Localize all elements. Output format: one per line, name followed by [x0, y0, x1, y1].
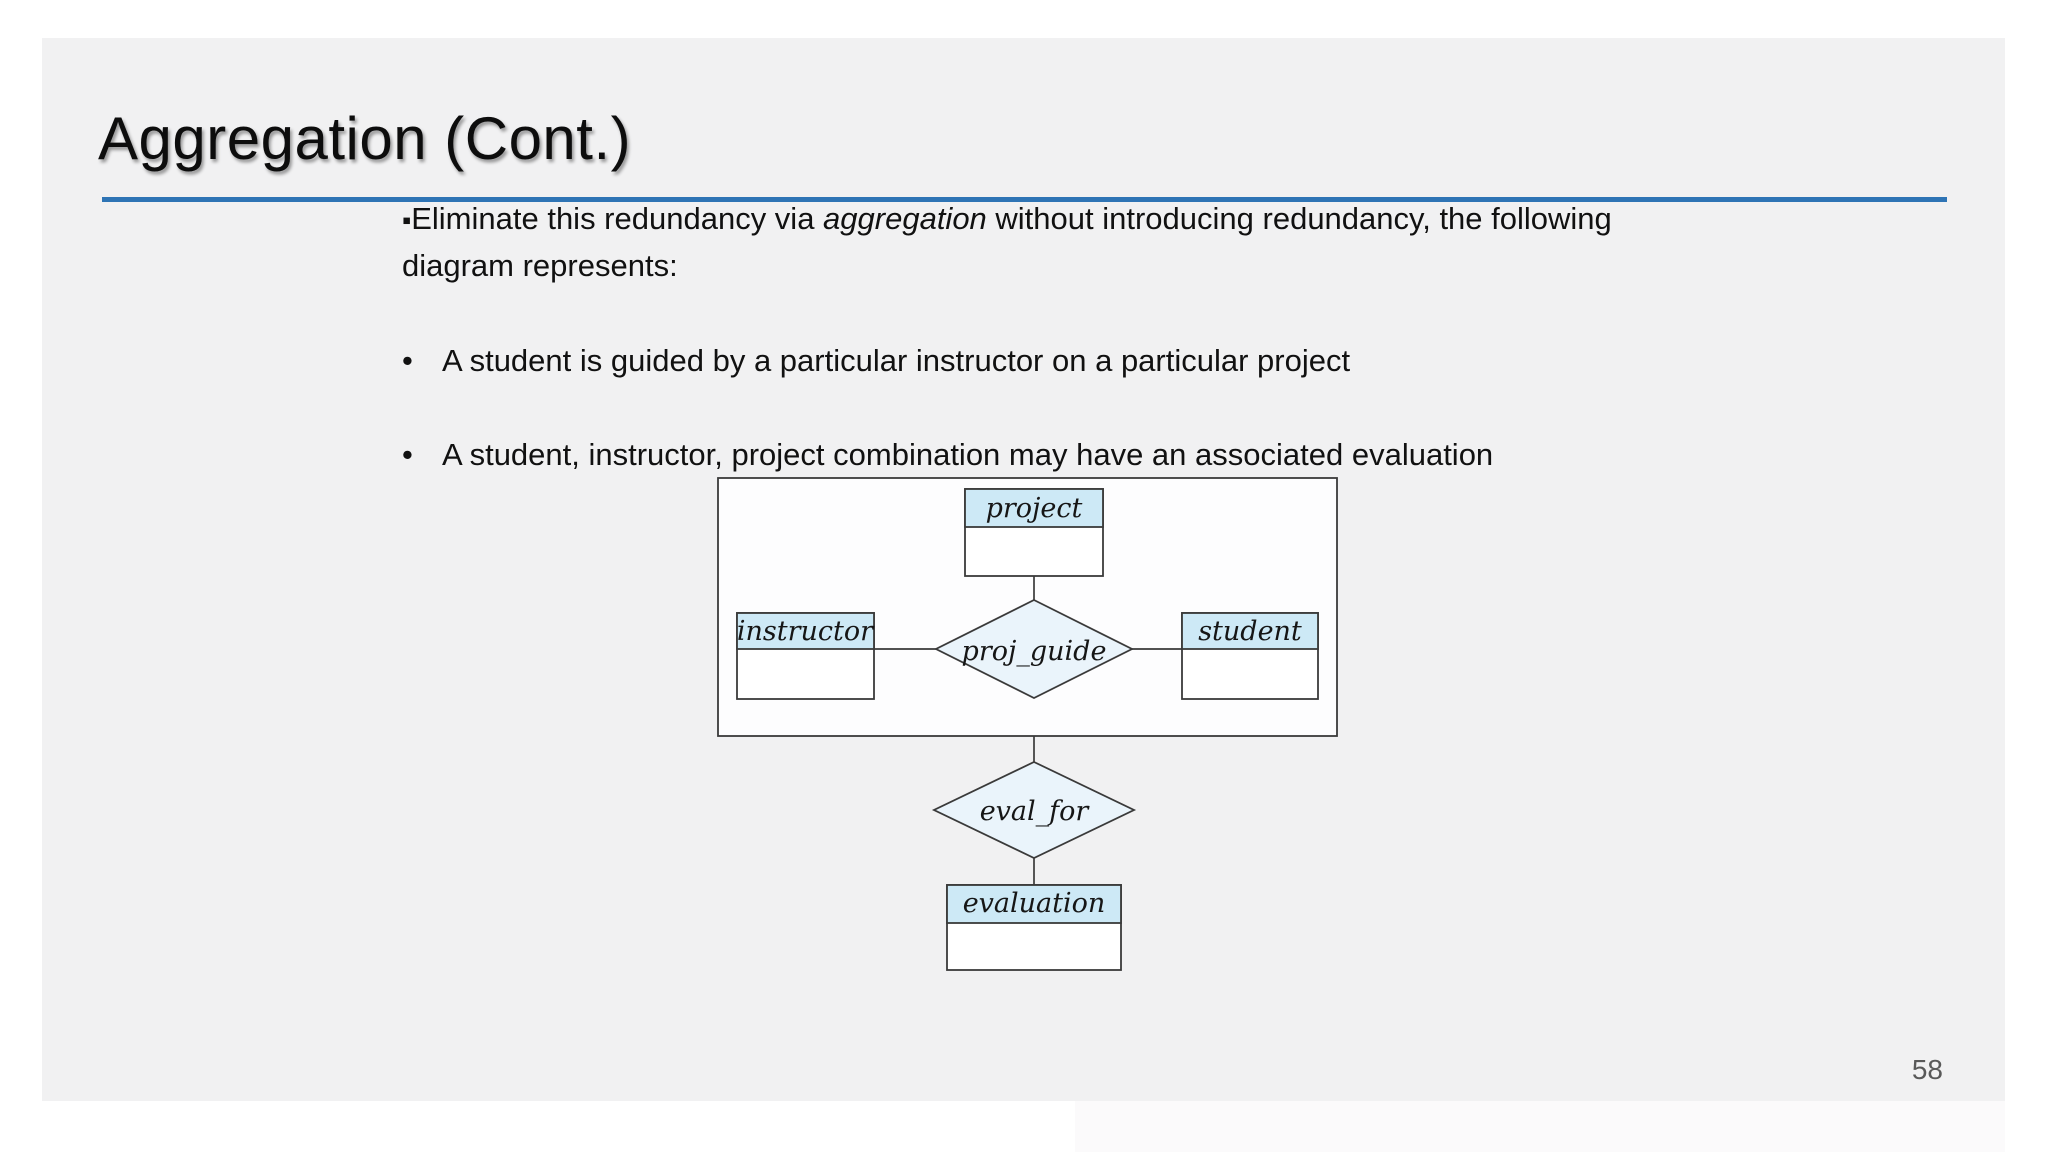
- entity-instructor: instructor: [736, 612, 875, 700]
- entity-header: [946, 884, 1122, 924]
- entity-header: [1181, 612, 1319, 650]
- intro-text-after: without introducing redundancy, the foll…: [986, 201, 1612, 236]
- entity-label: student: [1198, 616, 1302, 647]
- relationship-label: eval_for: [980, 796, 1091, 827]
- bullet-item: • A student is guided by a particular ins…: [402, 338, 1350, 384]
- entity-project: project: [964, 488, 1104, 577]
- entity-label: project: [986, 493, 1083, 524]
- relationship-diamond: [933, 598, 1135, 700]
- page-title: Aggregation (Cont.): [98, 105, 632, 172]
- intro-line-2: diagram represents:: [402, 248, 678, 283]
- intro-line-1: ▪Eliminate this redundancy via aggregati…: [402, 196, 1722, 243]
- entity-evaluation: evaluation: [946, 884, 1122, 971]
- relationship-label: proj_guide: [962, 636, 1107, 667]
- relationship-proj-guide: proj_guide: [933, 598, 1135, 700]
- entity-label: instructor: [737, 616, 875, 647]
- dot-bullet-icon: •: [402, 437, 413, 472]
- slide: Aggregation (Cont.) ▪Eliminate this redu…: [42, 38, 2005, 1101]
- intro-paragraph: ▪Eliminate this redundancy via aggregati…: [402, 196, 1722, 289]
- intro-text-before: Eliminate this redundancy via: [411, 201, 824, 236]
- intro-italic-word: aggregation: [823, 201, 987, 236]
- square-bullet-icon: ▪: [402, 205, 412, 235]
- page-number: 58: [1911, 1054, 1943, 1085]
- below-slide-strip: [1075, 1101, 2005, 1152]
- entity-header: [964, 488, 1104, 528]
- dot-bullet-icon: •: [402, 343, 413, 378]
- entity-header: [736, 612, 875, 650]
- bullet-item: • A student, instructor, project combinat…: [402, 432, 1493, 478]
- bullet-text: A student, instructor, project combinati…: [442, 437, 1494, 472]
- relationship-eval-for: eval_for: [931, 761, 1137, 859]
- er-diagram: project instructor student proj_guide ev…: [717, 477, 1338, 971]
- relationship-diamond: [931, 761, 1137, 859]
- bullet-text: A student is guided by a particular inst…: [442, 343, 1351, 378]
- entity-student: student: [1181, 612, 1319, 700]
- entity-label: evaluation: [963, 888, 1106, 919]
- title-underline-rule: [102, 197, 1947, 202]
